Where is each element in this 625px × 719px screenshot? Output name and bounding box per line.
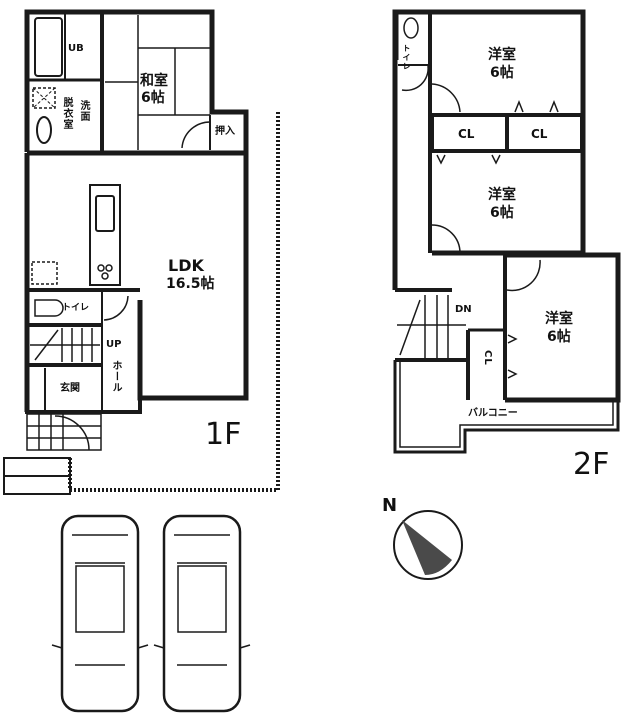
- compass-needle: [402, 520, 452, 575]
- western-room-3-size: 6帖: [547, 329, 571, 345]
- closet-label: 押入: [215, 126, 235, 137]
- ldk-name: LDK: [168, 256, 204, 275]
- hall-label: ホール: [110, 360, 121, 393]
- closet-2-label: CL: [531, 127, 548, 141]
- floor-2-label: 2F: [573, 447, 610, 482]
- western-room-3-name: 洋室: [545, 311, 573, 327]
- japanese-room-size: 6帖: [141, 90, 165, 106]
- western-room-2-name: 洋室: [488, 187, 516, 203]
- toilet-label-2f: トイレ: [402, 44, 411, 71]
- closet-3-label: CL: [482, 350, 493, 366]
- toilet-label-1f: トイレ: [62, 303, 90, 313]
- dressing-room-label: 脱衣室: [61, 97, 72, 130]
- japanese-room-name: 和室: [140, 73, 168, 89]
- washroom-label: 洗面: [78, 100, 89, 122]
- balcony-label: バルコニー: [468, 408, 518, 419]
- ldk-size: 16.5帖: [166, 276, 215, 292]
- western-room-1-name: 洋室: [488, 47, 516, 63]
- closet-1-label: CL: [458, 127, 475, 141]
- unit-bath-label: UB: [68, 43, 84, 54]
- north-label: N: [382, 495, 398, 516]
- western-room-1-size: 6帖: [490, 65, 514, 81]
- stairs-down-label: DN: [455, 304, 472, 315]
- entrance-label: 玄関: [60, 383, 80, 394]
- floor-1-label: 1F: [205, 417, 242, 452]
- western-room-2-size: 6帖: [490, 205, 514, 221]
- stairs-up-label: UP: [106, 339, 122, 350]
